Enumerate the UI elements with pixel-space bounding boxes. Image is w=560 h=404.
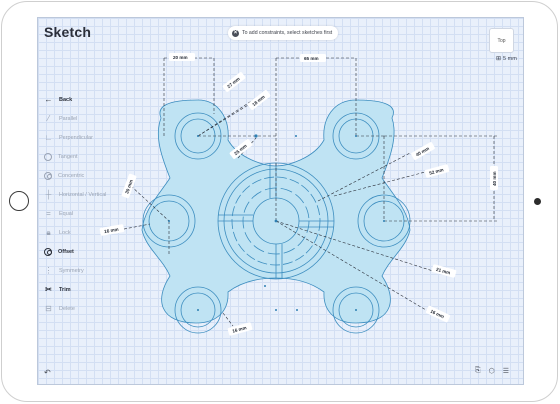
tool-menu: ← Back ⁄ Parallel ∟ Perpendicular Tangen…	[44, 90, 124, 318]
hole-bottom-right[interactable]	[332, 286, 380, 334]
parallel-icon: ⁄	[47, 114, 50, 123]
offset-icon	[44, 247, 52, 256]
sketch-drawing[interactable]: 20 mm 65 mm 27 mm 18 mm 25 mm 30 mm	[38, 18, 523, 384]
view-cube[interactable]: Top	[489, 28, 514, 53]
dim-center-r2[interactable]: 16 mm	[425, 305, 451, 323]
app-title: Sketch	[44, 24, 92, 40]
undo-icon[interactable]: ↶	[44, 368, 51, 377]
svg-text:20 mm: 20 mm	[173, 55, 188, 60]
svg-text:40 mm: 40 mm	[415, 146, 430, 158]
dim-left-small[interactable]: 16 mm	[99, 224, 125, 236]
svg-text:52 mm: 52 mm	[429, 167, 444, 176]
export-icon[interactable]: ⎘	[475, 367, 481, 374]
dim-left-width[interactable]: 30 mm	[121, 173, 137, 199]
home-button[interactable]	[9, 191, 29, 211]
tool-symmetry[interactable]: ⋮ Symmetry	[44, 266, 84, 275]
cube-icon[interactable]: ⬡	[488, 368, 495, 375]
hint-banner: × To add constraints, select sketches fi…	[228, 26, 339, 40]
view-cube-label: Top	[497, 37, 506, 44]
bottom-toolbar: ⎘ ⬡ ☰	[475, 367, 509, 375]
grid-size-label: 5 mm	[503, 55, 517, 62]
horizontal-vertical-icon: ┼	[45, 190, 52, 199]
dim-top-left-width[interactable]: 20 mm	[169, 53, 195, 61]
arrow-left-icon: ←	[44, 95, 53, 104]
grid-icon: ⊞	[496, 56, 502, 62]
tool-lock[interactable]: 🔒︎ Lock	[44, 223, 124, 242]
dim-right-r2[interactable]: 52 mm	[424, 164, 450, 178]
tangent-icon	[44, 152, 52, 161]
tool-offset[interactable]: Offset	[44, 242, 124, 261]
svg-text:16 mm: 16 mm	[430, 309, 445, 320]
camera-dot	[534, 198, 541, 205]
svg-text:40 mm: 40 mm	[492, 171, 497, 186]
dim-bottom-left[interactable]: 16 mm	[227, 322, 253, 336]
tool-parallel[interactable]: ⁄ Parallel	[44, 109, 124, 128]
dim-top-left-r2[interactable]: 18 mm	[247, 89, 271, 110]
tool-delete[interactable]: ⊟ Delete	[45, 304, 75, 313]
tool-trim[interactable]: ✂ Trim	[45, 285, 71, 294]
trim-icon: ✂	[45, 285, 52, 294]
tool-horizontal-vertical[interactable]: ┼ Horizontal / Vertical	[45, 190, 107, 199]
tool-concentric[interactable]: Concentric	[44, 166, 124, 185]
dim-center-r1[interactable]: 21 mm	[431, 264, 457, 278]
concentric-icon	[44, 171, 52, 180]
dim-top-left-r1[interactable]: 27 mm	[222, 71, 246, 92]
svg-text:30 mm: 30 mm	[124, 179, 134, 194]
tool-tangent[interactable]: Tangent	[44, 147, 124, 166]
lock-icon: 🔒︎	[46, 228, 51, 237]
settings-icon[interactable]: ☰	[502, 368, 510, 375]
tool-back[interactable]: ← Back	[44, 95, 73, 104]
dim-right-r1[interactable]: 40 mm	[411, 142, 436, 161]
svg-text:65 mm: 65 mm	[304, 56, 319, 61]
svg-text:16 mm: 16 mm	[232, 325, 247, 334]
tool-perpendicular[interactable]: ∟ Perpendicular	[44, 133, 93, 142]
grid-size[interactable]: ⊞ 5 mm	[496, 55, 517, 63]
hole-bottom-left[interactable]	[174, 286, 222, 334]
perpendicular-icon: ∟	[44, 133, 53, 142]
dim-top-span[interactable]: 65 mm	[300, 54, 326, 62]
equal-icon: =	[46, 209, 51, 218]
tool-equal[interactable]: = Equal	[44, 204, 124, 223]
svg-text:16 mm: 16 mm	[104, 227, 119, 234]
svg-text:21 mm: 21 mm	[436, 267, 451, 276]
delete-icon: ⊟	[45, 304, 52, 313]
dim-right-height[interactable]: 40 mm	[490, 166, 498, 190]
sketch-canvas[interactable]: 20 mm 65 mm 27 mm 18 mm 25 mm 30 mm	[37, 17, 524, 385]
symmetry-icon: ⋮	[44, 266, 53, 275]
info-icon: ×	[232, 29, 239, 37]
hint-text: To add constraints, select sketches firs…	[242, 30, 333, 36]
